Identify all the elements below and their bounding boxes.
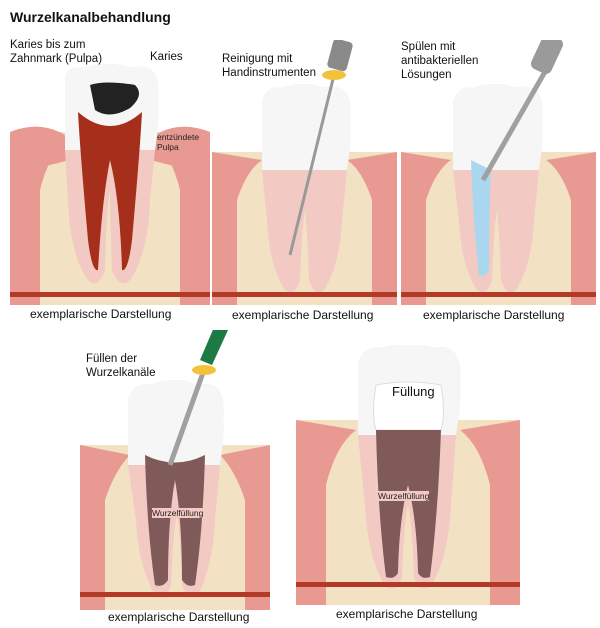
panel-4-caption: exemplarische Darstellung: [108, 610, 250, 624]
diagram-title: Wurzelkanalbehandlung: [10, 9, 171, 25]
tooth-cleaning-illustration: [212, 40, 397, 305]
panel-cleaning: Reinigung mit Handinstrumenten exemplari…: [212, 40, 397, 335]
panel-2-label: Reinigung mit Handinstrumenten: [222, 53, 316, 79]
panel-1-caption: exemplarische Darstellung: [30, 307, 172, 321]
panel-final-filling: Füllung Wurzelfüllung exemplarische Dars…: [296, 345, 520, 628]
panel-filling-canals: Füllen der Wurzelkanäle Wurzelfüllung ex…: [80, 330, 270, 628]
tooth-final-filling-illustration: [296, 345, 520, 605]
panel-4-label: Füllen der Wurzelkanäle: [86, 353, 156, 379]
panel-rinsing: Spülen mit antibakteriellen Lösungen exe…: [401, 40, 596, 335]
root-filling-label-4: Wurzelfüllung: [152, 508, 204, 518]
root-filling-label-5: Wurzelfüllung: [378, 491, 430, 501]
crown-filling-label: Füllung: [392, 384, 435, 399]
panel-3-caption: exemplarische Darstellung: [423, 308, 565, 322]
tooth-rinsing-illustration: [401, 40, 596, 305]
panel-caries: Karies bis zum Zahnmark (Pulpa) Karies e…: [10, 39, 210, 335]
tooth-filling-canals-illustration: [80, 330, 270, 610]
tooth-caries-illustration: [10, 64, 210, 305]
inflamed-pulpa-label: entzündete Pulpa: [157, 132, 200, 152]
panel-3-label: Spülen mit antibakteriellen Lösungen: [401, 41, 479, 81]
caries-label: Karies: [150, 51, 183, 63]
panel-5-caption: exemplarische Darstellung: [336, 607, 478, 621]
panel-1-label: Karies bis zum Zahnmark (Pulpa): [10, 39, 103, 65]
panel-2-caption: exemplarische Darstellung: [232, 308, 374, 322]
